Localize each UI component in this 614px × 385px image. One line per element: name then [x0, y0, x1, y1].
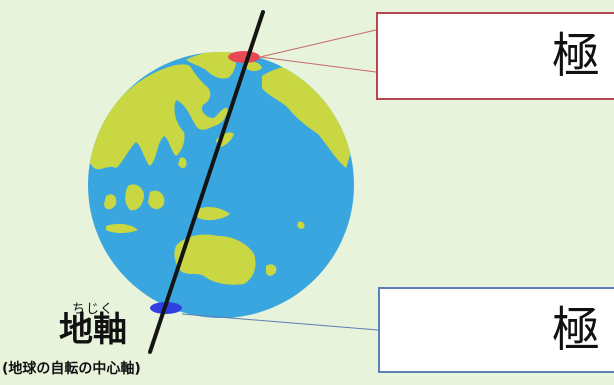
north-pole-marker — [228, 51, 260, 63]
north-pole-label: 極 — [552, 32, 600, 80]
axis-term: 地軸 — [47, 312, 139, 349]
south-leader-line — [182, 314, 378, 330]
axis-description: (地球の自転の中心軸) — [2, 361, 192, 378]
south-pole-label-box: 極 — [378, 287, 614, 373]
south-pole-label: 極 — [552, 306, 600, 354]
north-pole-label-box: 極 — [376, 12, 614, 100]
north-leader-line — [260, 30, 376, 57]
